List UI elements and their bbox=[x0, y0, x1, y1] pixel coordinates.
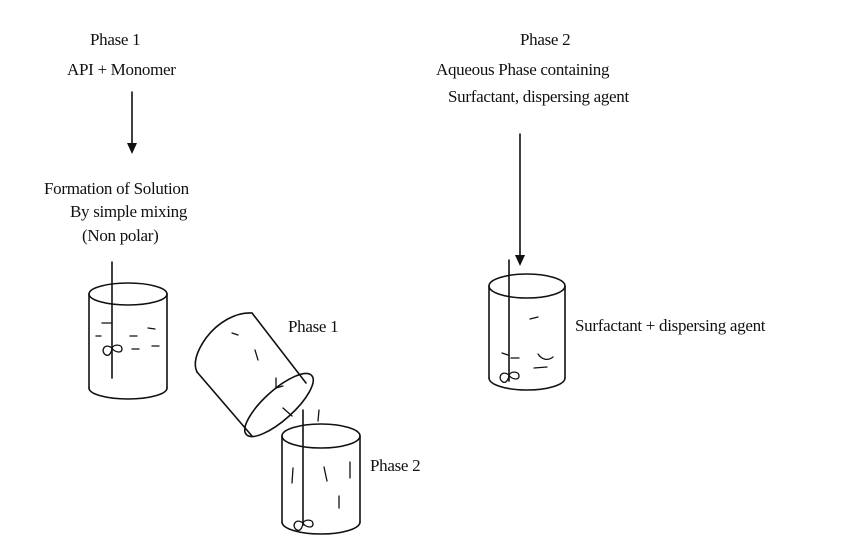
phase1-beaker-icon bbox=[88, 261, 168, 400]
phase2-title: Phase 2 bbox=[520, 30, 570, 49]
phase2-line1: Aqueous Phase containing bbox=[436, 60, 610, 79]
phase2-down-arrow-icon bbox=[515, 133, 525, 266]
phase2-beaker-icon bbox=[488, 259, 566, 391]
phase1-down-arrow-icon bbox=[127, 91, 137, 154]
phase1-step-line1: Formation of Solution bbox=[44, 179, 190, 198]
phase2-line2: Surfactant, dispersing agent bbox=[448, 87, 629, 106]
phase1-step-line3: (Non polar) bbox=[82, 226, 158, 245]
phase1-components: API + Monomer bbox=[67, 60, 176, 79]
receiving-phase2-label: Phase 2 bbox=[370, 456, 420, 475]
pouring-phase1-label: Phase 1 bbox=[288, 317, 338, 336]
phase1-step-line2: By simple mixing bbox=[70, 202, 188, 221]
phase1-title: Phase 1 bbox=[90, 30, 140, 49]
receiving-beaker-icon bbox=[281, 409, 361, 535]
pouring-beaker-icon bbox=[194, 312, 315, 438]
phase2-beaker-label: Surfactant + dispersing agent bbox=[575, 316, 766, 335]
